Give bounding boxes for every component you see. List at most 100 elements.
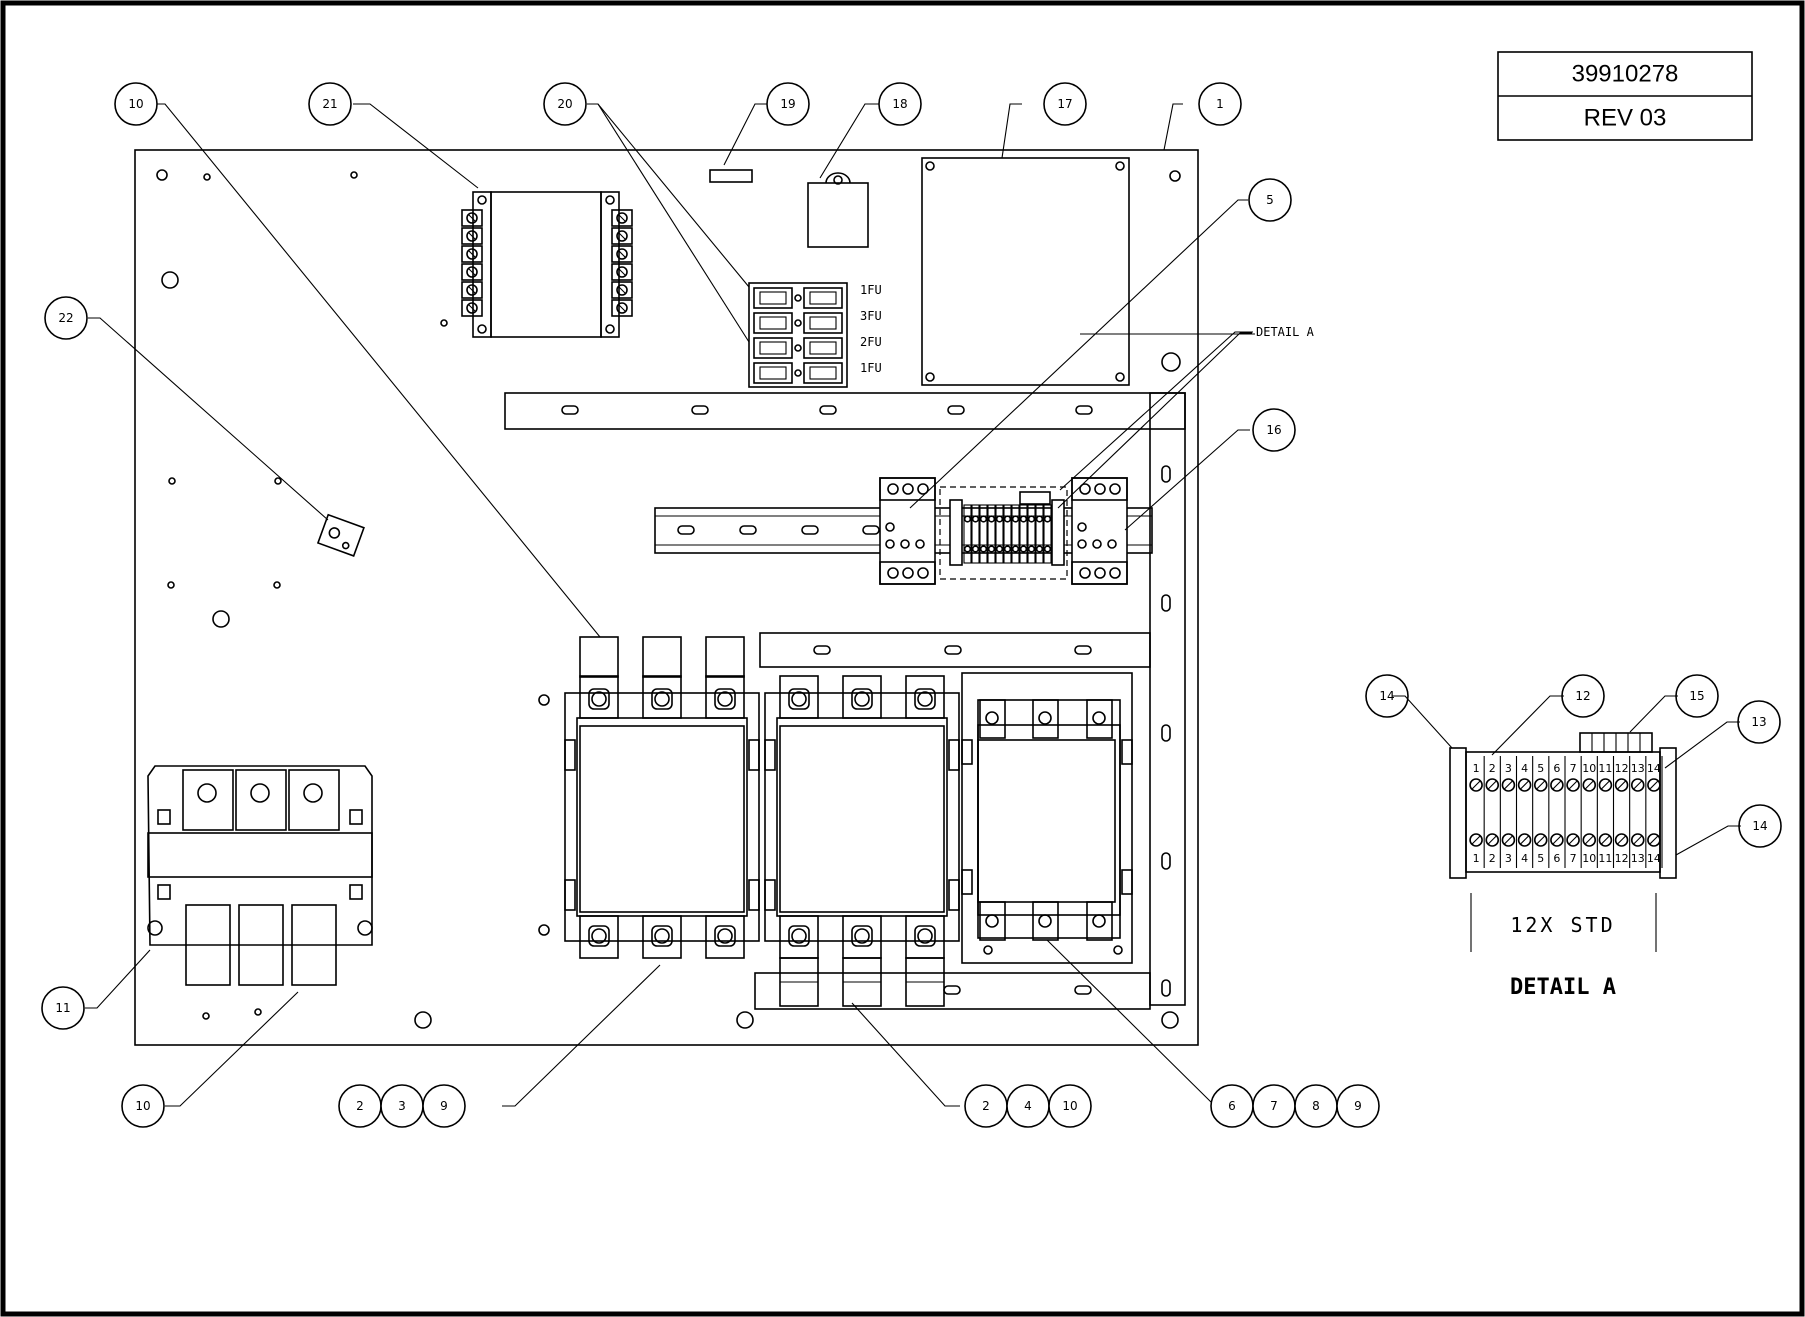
detail-terminal-number: 10 <box>1582 852 1596 865</box>
terminal-block-right <box>1071 477 1128 585</box>
detail-terminal-number: 10 <box>1582 762 1596 775</box>
fuse-label: 3FU <box>860 309 882 323</box>
detail-terminal-number: 12 <box>1615 762 1629 775</box>
title-block: 39910278 REV 03 <box>1497 51 1753 141</box>
callout-number: 10 <box>128 97 143 111</box>
terminal-screw <box>1550 833 1564 847</box>
fuse-label: 2FU <box>860 335 882 349</box>
callout-number: 2 <box>356 1099 364 1113</box>
back-panel <box>134 149 1199 1046</box>
detail-terminal-number: 11 <box>1598 762 1612 775</box>
detail-a-caption: DETAIL A <box>1510 975 1616 1000</box>
terminal-screw <box>1517 833 1532 847</box>
callout-balloon: 15 <box>1675 674 1719 718</box>
callout-balloon: 9 <box>422 1084 466 1128</box>
callout-balloon: 8 <box>1294 1084 1338 1128</box>
callout-number: 6 <box>1228 1099 1236 1113</box>
relay-18 <box>807 172 869 248</box>
terminal-screw <box>1501 778 1516 792</box>
detail-terminal-number: 6 <box>1553 762 1560 775</box>
detail-terminal-number: 3 <box>1505 762 1512 775</box>
detail-terminal-number: 7 <box>1570 852 1577 865</box>
callout-number: 22 <box>58 311 73 325</box>
callout-balloon: 14 <box>1365 674 1409 718</box>
detail-terminal-number: 1 <box>1473 852 1480 865</box>
detail-terminal-number: 14 <box>1647 762 1661 775</box>
component-19 <box>709 169 753 183</box>
terminal-screw <box>1566 778 1580 792</box>
wire-duct-bottom <box>754 972 1151 1010</box>
callout-number: 4 <box>1024 1099 1032 1113</box>
callout-balloon: 22 <box>44 296 88 340</box>
callout-number: 1 <box>1216 97 1224 111</box>
callout-number: 13 <box>1751 715 1766 729</box>
terminal-screw <box>1566 833 1580 847</box>
detail-terminal-number: 4 <box>1521 762 1528 775</box>
callout-balloon: 3 <box>380 1084 424 1128</box>
callout-number: 10 <box>1062 1099 1077 1113</box>
terminal-screw <box>1533 833 1548 847</box>
detail-terminal-number: 12 <box>1615 852 1629 865</box>
revision: REV 03 <box>1584 105 1667 132</box>
callout-balloon: 16 <box>1252 408 1296 452</box>
callout-number: 9 <box>440 1099 448 1113</box>
callout-balloon: 19 <box>766 82 810 126</box>
detail-terminal-number: 2 <box>1489 852 1496 865</box>
overload-relay <box>961 672 1133 964</box>
detail-terminal-number: 5 <box>1537 852 1544 865</box>
terminal-screw <box>1614 778 1629 792</box>
callout-number: 11 <box>55 1001 70 1015</box>
callout-number: 10 <box>135 1099 150 1113</box>
callout-number: 16 <box>1266 423 1281 437</box>
terminal-screw <box>1501 833 1516 847</box>
callout-balloon: 12 <box>1561 674 1605 718</box>
callout-balloon: 18 <box>878 82 922 126</box>
callout-number: 19 <box>780 97 795 111</box>
part-number: 39910278 <box>1572 61 1679 88</box>
detail-terminal-number: 2 <box>1489 762 1496 775</box>
callout-balloon: 1 <box>1198 82 1242 126</box>
callout-number: 12 <box>1575 689 1590 703</box>
terminal-screw <box>1469 833 1483 847</box>
terminal-strip-detail-a <box>939 486 1068 580</box>
callout-balloon: 10 <box>1048 1084 1092 1128</box>
terminal-screw <box>1485 778 1500 792</box>
terminal-screw <box>1630 778 1645 792</box>
callout-balloon: 4 <box>1006 1084 1050 1128</box>
wire-duct-middle <box>759 632 1151 668</box>
terminal-screw <box>1598 833 1613 847</box>
ground-lug-22 <box>316 513 365 557</box>
detail-terminal-number: 3 <box>1505 852 1512 865</box>
callout-number: 18 <box>892 97 907 111</box>
terminal-screw <box>1630 833 1645 847</box>
callout-number: 14 <box>1752 819 1767 833</box>
detail-terminal-number: 13 <box>1631 852 1645 865</box>
control-transformer <box>461 191 633 338</box>
detail-a-pointer-label: DETAIL A <box>1256 325 1315 339</box>
terminal-screw <box>1469 778 1483 792</box>
detail-terminal-number: 7 <box>1570 762 1577 775</box>
contactor-left <box>564 636 760 959</box>
callout-balloon: 13 <box>1737 700 1781 744</box>
callout-balloon: 7 <box>1252 1084 1296 1128</box>
wire-duct-vertical <box>1149 392 1186 1006</box>
callout-number: 21 <box>322 97 337 111</box>
callout-number: 14 <box>1379 689 1394 703</box>
callout-number: 17 <box>1057 97 1072 111</box>
contactor-middle <box>764 675 960 1007</box>
callout-balloon: 9 <box>1336 1084 1380 1128</box>
terminal-screw <box>1550 778 1564 792</box>
callout-number: 7 <box>1270 1099 1278 1113</box>
callout-number: 3 <box>398 1099 406 1113</box>
detail-terminal-number: 11 <box>1598 852 1612 865</box>
terminal-screw <box>1614 833 1629 847</box>
callout-balloon: 10 <box>114 82 158 126</box>
callout-number: 8 <box>1312 1099 1320 1113</box>
terminal-screw <box>1485 833 1500 847</box>
terminal-screw <box>1647 778 1661 792</box>
callout-number: 20 <box>557 97 572 111</box>
callout-balloon: 5 <box>1248 178 1292 222</box>
